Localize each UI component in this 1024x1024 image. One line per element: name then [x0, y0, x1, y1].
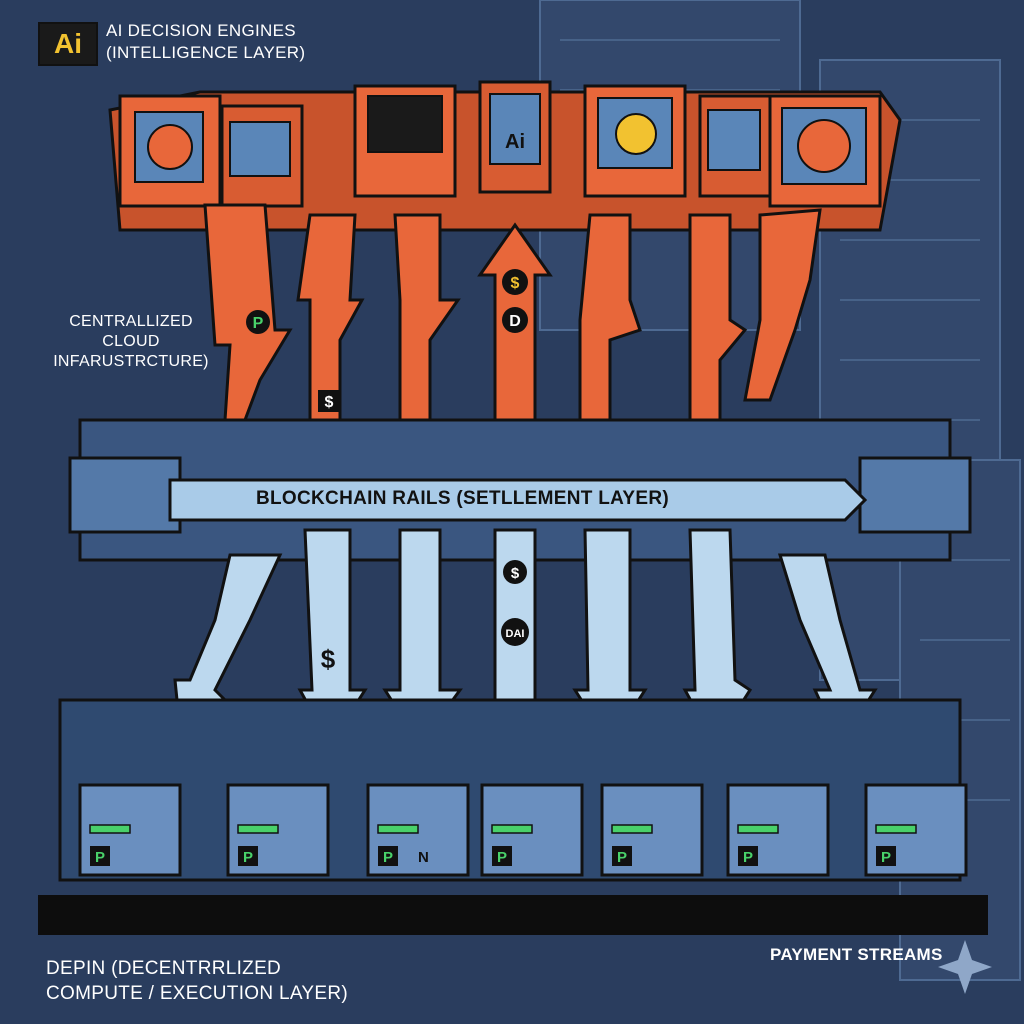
coin-p-icon — [246, 310, 270, 334]
cloud-label-line3: INFARUSTRCTURE) — [53, 353, 209, 370]
coin-dollar-icon-upper — [318, 390, 340, 412]
node-n-glyph: N — [418, 849, 429, 866]
ai-engine-chip-icon: Ai — [505, 131, 525, 153]
node-p-glyph-3: P — [383, 849, 393, 866]
node-p-glyph-7: P — [881, 849, 891, 866]
decision-arrow-1 — [203, 203, 293, 422]
rail-endcap-right — [858, 456, 972, 534]
decision-arrow-4 — [477, 222, 553, 472]
coin-p-glyph: P — [253, 315, 264, 332]
node-p-glyph-5: P — [617, 849, 627, 866]
node-p-badge-4 — [492, 846, 512, 866]
node-status-bar-3 — [377, 824, 419, 834]
payment-streams-label: PAYMENT STREAMS — [770, 945, 943, 964]
cloud-label-line2: CLOUD — [102, 333, 160, 350]
node-status-bar-6 — [737, 824, 779, 834]
ai-screen-3 — [367, 95, 443, 153]
coin-dollar-glyph-lower: $ — [321, 644, 336, 674]
decision-arrow-5 — [578, 213, 642, 427]
coin-dollar-glyph-rising: $ — [511, 275, 520, 292]
node-p-badge-1 — [90, 846, 110, 866]
intelligence-layer-label: AI DECISION ENGINES (INTELLIGENCE LAYER) — [106, 20, 305, 64]
node-status-bar-5 — [611, 824, 653, 834]
node-p-badge-2 — [238, 846, 258, 866]
neural-node-icon — [147, 124, 193, 170]
brain-icon — [797, 119, 851, 173]
depin-base-platform — [38, 895, 988, 935]
ai-logo-badge: Ai — [38, 22, 98, 66]
ai-engine-layer: Ai — [108, 80, 902, 232]
intelligence-layer-subtitle: (INTELLIGENCE LAYER) — [106, 43, 306, 62]
depin-label-line1: DEPIN (DECENTRRLIZED — [46, 958, 282, 979]
node-p-glyph-1: P — [95, 849, 105, 866]
decision-arrow-3 — [393, 213, 461, 427]
coin-dollar-icon-down — [503, 560, 527, 584]
node-p-badge-7 — [876, 846, 896, 866]
cloud-servers — [539, 0, 1021, 981]
intelligence-layer-title: AI DECISION ENGINES — [106, 21, 296, 40]
coin-dollar-glyph-down: $ — [511, 565, 520, 582]
node-status-bar-1 — [89, 824, 131, 834]
coin-dollar-glyph-upper: $ — [325, 394, 334, 411]
decision-arrows — [203, 203, 822, 472]
settlement-rail-bar — [168, 478, 868, 522]
depin-layer-label: DEPIN (DECENTRRLIZED COMPUTE / EXECUTION… — [46, 956, 348, 1006]
node-p-glyph-4: P — [497, 849, 507, 866]
node-p-glyph-6: P — [743, 849, 753, 866]
decision-arrow-2 — [296, 213, 365, 427]
cloud-infrastructure-label: CENTRALLIZED CLOUD INFARUSTRCTURE) — [46, 312, 216, 372]
node-status-bar-2 — [237, 824, 279, 834]
coin-d-icon — [502, 307, 528, 333]
ai-logo-text: Ai — [54, 28, 82, 59]
node-p-glyph-2: P — [243, 849, 253, 866]
sparkle-icon — [938, 940, 992, 994]
decision-arrow-7 — [743, 208, 822, 402]
ai-screen-4 — [489, 93, 541, 165]
node-status-bar-7 — [875, 824, 917, 834]
coin-dai-glyph: DAI — [506, 628, 525, 640]
node-p-badge-3 — [378, 846, 398, 866]
coin-dai-icon — [501, 618, 529, 646]
ai-screen-6 — [707, 109, 761, 171]
cloud-label-line1: CENTRALLIZED — [69, 313, 193, 330]
node-status-bar-4 — [491, 824, 533, 834]
coin-d-glyph: D — [509, 313, 521, 330]
coin-dollar-icon-rising — [502, 269, 528, 295]
depin-label-line2: COMPUTE / EXECUTION LAYER) — [46, 983, 348, 1004]
node-p-badge-6 — [738, 846, 758, 866]
node-p-badge-5 — [612, 846, 632, 866]
ai-screen-2 — [229, 121, 291, 177]
depin-compute-layer: P P P N P P P P — [38, 698, 988, 935]
settlement-layer-label: BLOCKCHAIN RAILS (SETLLEMENT LAYER) — [256, 488, 670, 509]
rail-endcap-left — [68, 456, 182, 534]
gear-icon — [615, 113, 657, 155]
